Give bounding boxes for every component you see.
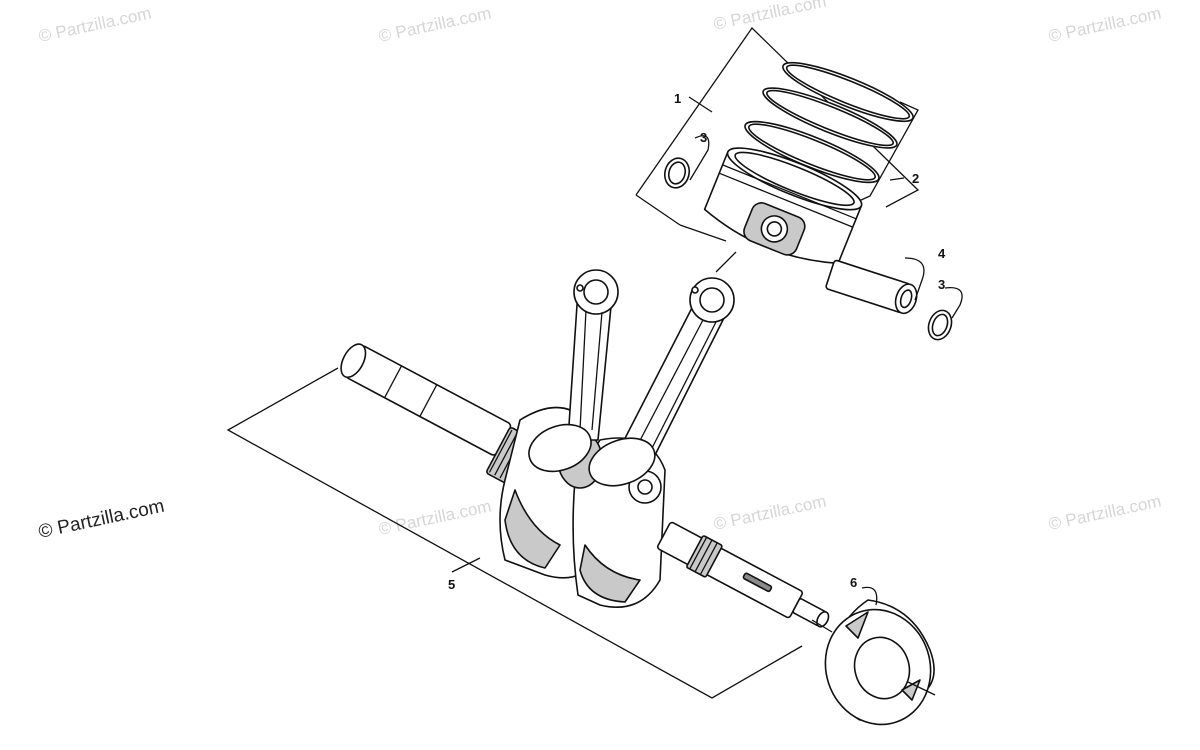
big-end-cap-right [588, 437, 656, 487]
callout-2: 2 [912, 171, 919, 186]
big-end-cap-left [528, 423, 592, 473]
callout-3-upper: 3 [700, 130, 707, 145]
leader-4 [904, 257, 925, 301]
connecting-rod-right [617, 277, 735, 466]
piston-pin-circlip-upper [663, 157, 691, 189]
watermark-top-right-center: © Partzilla.com [712, 0, 828, 34]
callout-4: 4 [938, 246, 946, 261]
callout-3-lower: 3 [938, 277, 945, 292]
piston-pin-circlip-lower [927, 309, 953, 341]
leader-crankshaft-axis [811, 619, 833, 633]
watermark-top-left: © Partzilla.com [37, 4, 153, 46]
watermark-mid-right: © Partzilla.com [1047, 492, 1163, 534]
callout-1: 1 [674, 91, 681, 106]
callout-5: 5 [448, 577, 455, 592]
leader-3-upper [689, 135, 710, 181]
leader-3-lower [944, 286, 963, 319]
piston-pin [825, 259, 918, 315]
watermark-mid-left: © Partzilla.com [377, 497, 493, 539]
leader-con-rod [715, 251, 737, 273]
thrust-washer [824, 586, 936, 726]
callout-6: 6 [850, 575, 857, 590]
bracket-crankshaft [226, 367, 803, 699]
piston [703, 147, 863, 265]
watermark-main: © Partzilla.com [37, 496, 167, 543]
watermark-mid-center: © Partzilla.com [712, 492, 828, 534]
watermark-top-right: © Partzilla.com [1047, 4, 1163, 46]
watermark-top-center: © Partzilla.com [377, 4, 493, 46]
piston-ring-set [744, 61, 914, 184]
connecting-rod-left [567, 269, 619, 441]
